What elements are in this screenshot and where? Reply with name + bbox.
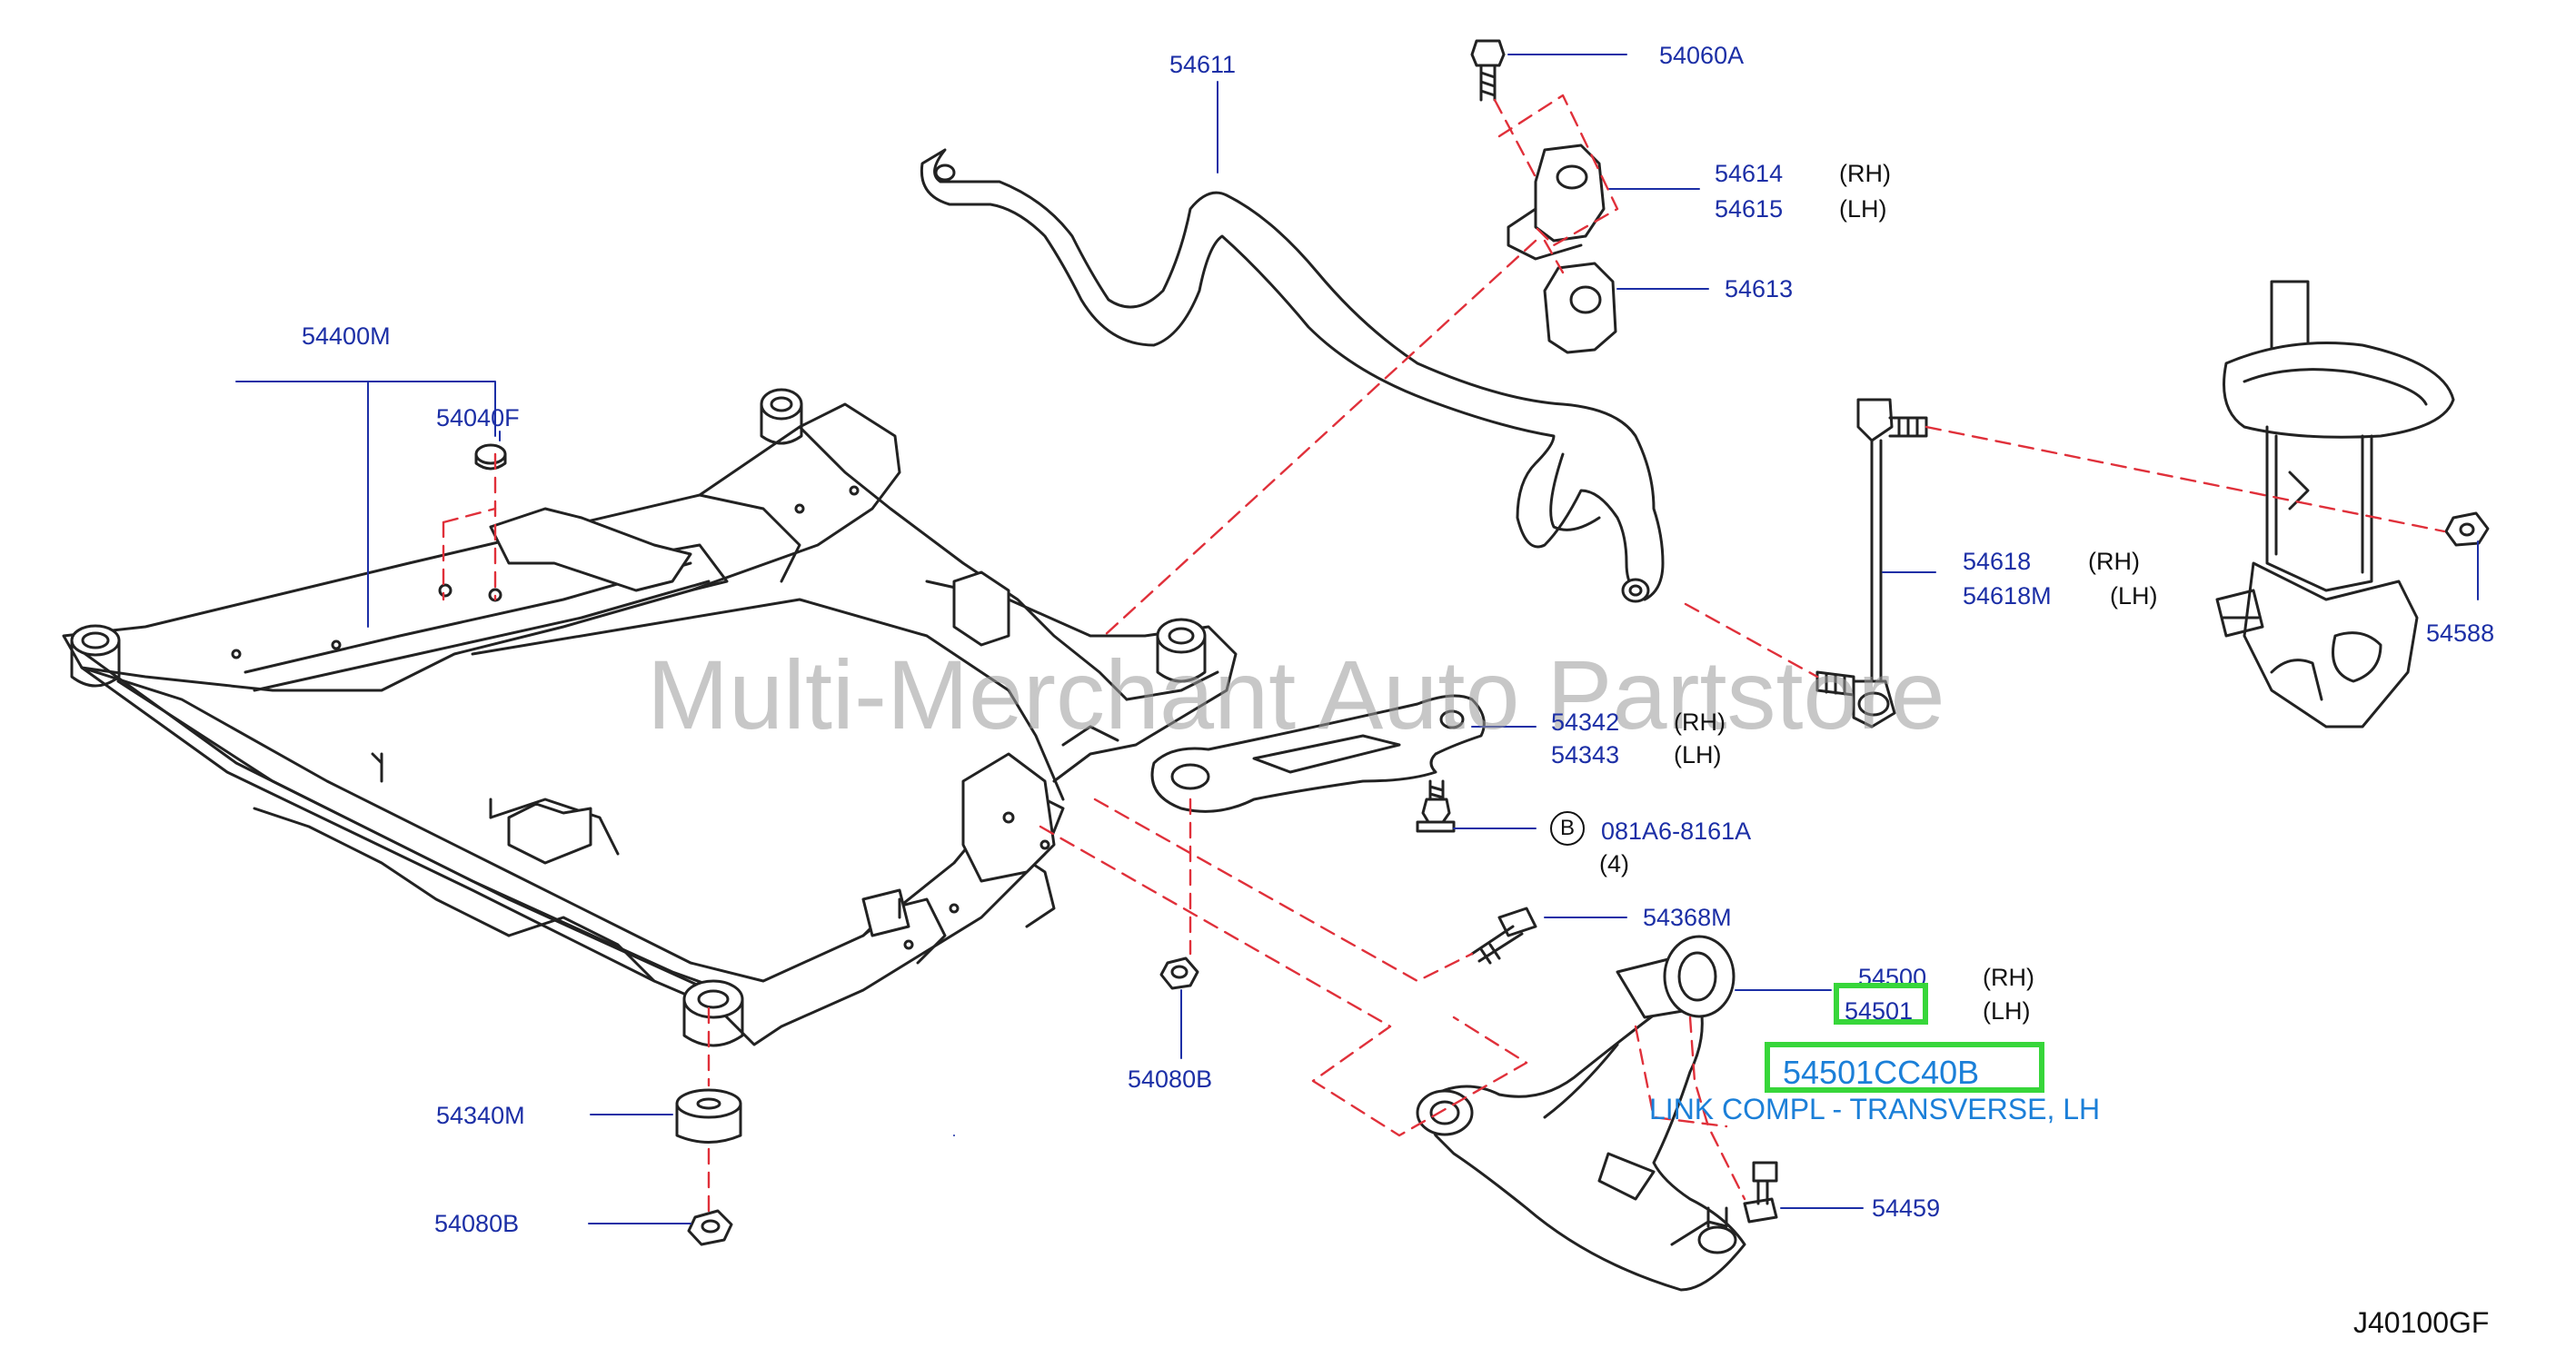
highlight-part-number-box: 54501CC40B bbox=[1765, 1042, 2044, 1093]
callout-54400M: 54400M bbox=[302, 322, 391, 350]
callout-54618M-side: (LH) bbox=[2110, 582, 2158, 610]
callout-54080B-center: 54080B bbox=[1128, 1066, 1213, 1093]
highlight-box-54501 bbox=[1834, 983, 1928, 1025]
bar-bushing bbox=[1470, 39, 1617, 354]
callout-081A6-8161A: 081A6-8161A bbox=[1601, 818, 1752, 845]
callout-54588: 54588 bbox=[2426, 619, 2495, 647]
subframe bbox=[62, 388, 1238, 1047]
stabilizer-bar bbox=[920, 148, 1665, 603]
callout-54340M: 54340M bbox=[436, 1102, 525, 1129]
leader-lines bbox=[235, 54, 2479, 1224]
callout-54614-side: (RH) bbox=[1839, 160, 1891, 187]
callout-54342: 54342 bbox=[1551, 709, 1620, 736]
watermark-text: Multi-Merchant Auto Partstore bbox=[647, 639, 1945, 749]
reference-marker-b: B bbox=[1550, 811, 1585, 846]
callout-54343-side: (LH) bbox=[1674, 741, 1722, 768]
callout-54501-side: (LH) bbox=[1983, 997, 2031, 1025]
callout-54615: 54615 bbox=[1715, 195, 1784, 223]
callout-54080B-bottom: 54080B bbox=[434, 1210, 520, 1237]
callout-54618: 54618 bbox=[1963, 548, 2032, 575]
highlight-part-number: 54501CC40B bbox=[1783, 1054, 1980, 1091]
callout-54613: 54613 bbox=[1725, 275, 1794, 302]
callout-54040F: 54040F bbox=[436, 404, 520, 431]
highlight-part-description: LINK COMPL - TRANSVERSE, LH bbox=[1649, 1093, 2101, 1125]
callout-54343: 54343 bbox=[1551, 741, 1620, 768]
callout-54459: 54459 bbox=[1872, 1194, 1941, 1222]
callout-54618-side: (RH) bbox=[2088, 548, 2140, 575]
callout-54615-side: (LH) bbox=[1839, 195, 1887, 223]
callout-54618M: 54618M bbox=[1963, 582, 2052, 610]
callout-54614: 54614 bbox=[1715, 160, 1784, 187]
callout-54501: 54501 bbox=[1845, 997, 1914, 1025]
fasteners bbox=[474, 443, 1456, 1246]
guide-lines bbox=[442, 94, 2446, 1214]
lower-transverse-link bbox=[1416, 907, 1778, 1292]
diagram-code: J40100GF bbox=[2353, 1306, 2490, 1339]
stabilizer-link bbox=[1815, 398, 2490, 729]
strut-assembly bbox=[2215, 280, 2455, 729]
callout-54368M: 54368M bbox=[1643, 904, 1732, 931]
callout-54060A: 54060A bbox=[1659, 42, 1745, 69]
callout-54500-side: (RH) bbox=[1983, 964, 2034, 991]
callout-081A6-8161A-qty: (4) bbox=[1599, 850, 1629, 877]
callout-54342-side: (RH) bbox=[1674, 709, 1726, 736]
upper-link bbox=[1150, 694, 1486, 813]
callout-54611: 54611 bbox=[1169, 51, 1237, 78]
